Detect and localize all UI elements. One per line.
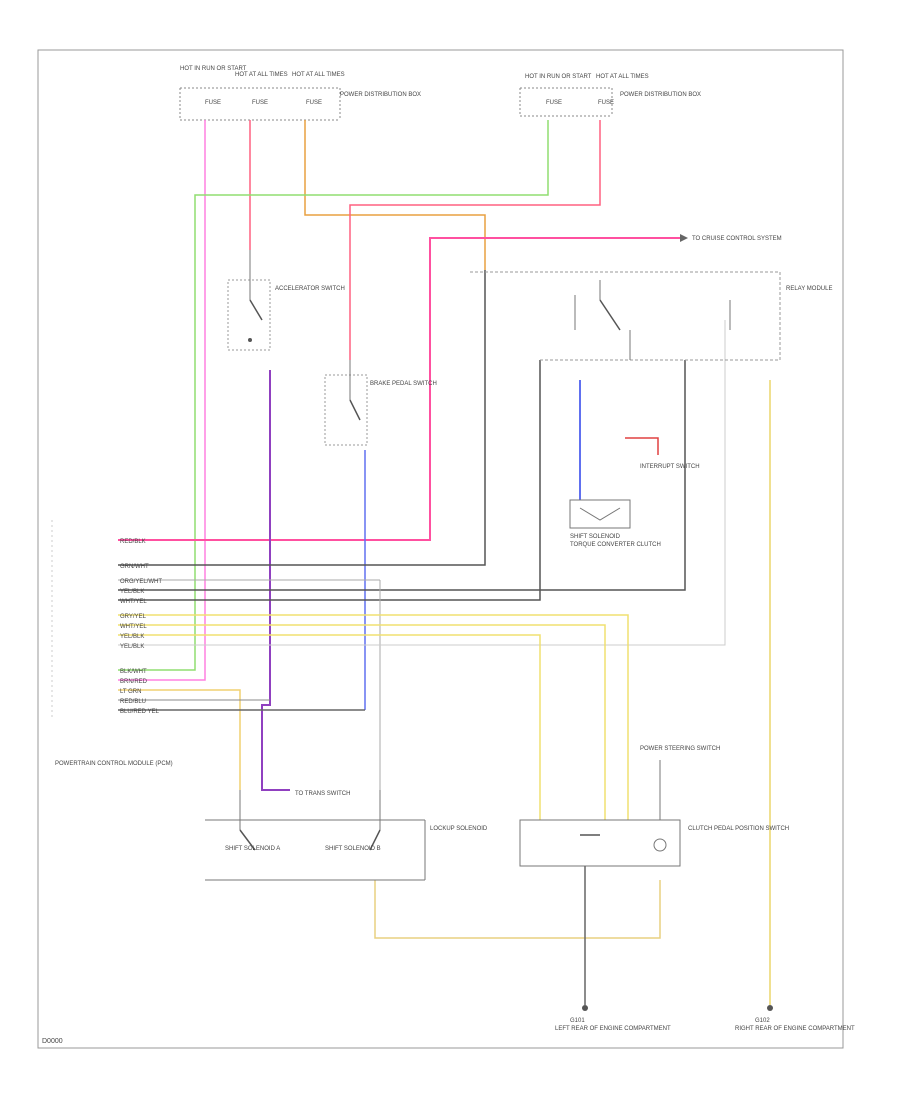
ground-left-id: G101 xyxy=(570,1018,585,1024)
interrupt-label: INTERRUPT SWITCH xyxy=(640,464,700,470)
fuse-box-right: HOT IN RUN OR START HOT AT ALL TIMES FUS… xyxy=(519,74,701,117)
wire-green xyxy=(118,120,549,671)
relay-module: RELAY MODULE xyxy=(470,271,832,361)
shift-solenoid-block: SHIFT SOLENOID TORQUE CONVERTER CLUTCH I… xyxy=(569,437,700,548)
fuse-5-label: FUSE xyxy=(598,100,614,106)
wire-red-bus xyxy=(118,237,605,541)
wire-orange xyxy=(304,120,486,270)
brake-pedal-switch: BRAKE PEDAL SWITCH xyxy=(324,360,437,446)
fuse-4-label: FUSE xyxy=(546,100,562,106)
tcc-label: TORQUE CONVERTER CLUTCH xyxy=(570,542,661,548)
wire-dark-3 xyxy=(118,360,686,591)
ground-right-text: RIGHT REAR OF ENGINE COMPARTMENT xyxy=(735,1026,855,1032)
row-13: RED/BLU xyxy=(120,699,146,705)
row-3: ORG/YEL/WHT xyxy=(120,579,162,585)
ground-right: G102 RIGHT REAR OF ENGINE COMPARTMENT xyxy=(735,1005,855,1032)
pdb-right-label: POWER DISTRIBUTION BOX xyxy=(620,92,701,98)
ground-left-text: LEFT REAR OF ENGINE COMPARTMENT xyxy=(555,1026,671,1032)
sol-a-label: SHIFT SOLENOID A xyxy=(225,846,280,852)
label-hot-all-times-a: HOT AT ALL TIMES xyxy=(235,72,288,78)
row-12: LT GRN xyxy=(120,689,141,695)
label-hot-all-times-b: HOT AT ALL TIMES xyxy=(292,72,345,78)
sol-b-label: SHIFT SOLENOID B xyxy=(325,846,381,852)
shift-solenoid-box: SHIFT SOLENOID A SHIFT SOLENOID B LOCKUP… xyxy=(205,790,488,881)
clutch-switch-box: POWER STEERING SWITCH CLUTCH PEDAL POSIT… xyxy=(519,746,789,867)
pcm-title: POWERTRAIN CONTROL MODULE (PCM) xyxy=(55,761,173,767)
row-7: WHT/YEL xyxy=(120,624,147,630)
ground-right-id: G102 xyxy=(755,1018,770,1024)
wire-yellow-2 xyxy=(118,624,606,820)
row-1: RED/BLK xyxy=(120,539,146,545)
label-hot-run-start: HOT IN RUN OR START xyxy=(180,66,247,72)
relay-label: RELAY MODULE xyxy=(786,286,832,292)
fuse-2-label: FUSE xyxy=(252,100,268,106)
row-9: YEL/BLK xyxy=(120,644,144,650)
diagram-code: D0000 xyxy=(42,1038,63,1045)
wire-yellow-bottom xyxy=(374,880,661,939)
row-8: YEL/BLK xyxy=(120,634,144,640)
lockup-sol-label: LOCKUP SOLENOID xyxy=(430,826,488,832)
to-cruise-label: TO CRUISE CONTROL SYSTEM xyxy=(692,236,782,242)
arrow-to-cruise xyxy=(680,234,688,242)
to-trans-label: TO TRANS SWITCH xyxy=(295,791,350,797)
row-5: WHT/YEL xyxy=(120,599,147,605)
pdb-left-label: POWER DISTRIBUTION BOX xyxy=(340,92,421,98)
pcm-connector: RED/BLK GRN/WHT ORG/YEL/WHT YEL/BLK WHT/… xyxy=(51,520,173,767)
row-4: YEL/BLK xyxy=(120,589,144,595)
label-hot-all-times-c: HOT AT ALL TIMES xyxy=(596,74,649,80)
wire-dark-1 xyxy=(118,270,486,566)
diagram-frame xyxy=(37,49,844,1049)
wire-gray-3 xyxy=(118,320,726,646)
wire-red-2 xyxy=(349,120,601,360)
fuse-1-label: FUSE xyxy=(205,100,221,106)
row-10: BLK/WHT xyxy=(120,669,147,675)
wire-yellow-1 xyxy=(118,614,629,820)
row-6: GRY/YEL xyxy=(120,614,147,620)
ground-left: G101 LEFT REAR OF ENGINE COMPARTMENT xyxy=(555,866,671,1032)
row-14: BLU/RED YEL xyxy=(120,709,160,715)
label-hot-in-run-start-b: HOT IN RUN OR START xyxy=(525,74,592,80)
accel-switch-label: ACCELERATOR SWITCH xyxy=(275,286,345,292)
shift-solenoid-label: SHIFT SOLENOID xyxy=(570,534,621,540)
row-11: BRN/RED xyxy=(120,679,148,685)
wire-pink xyxy=(118,120,206,681)
brake-switch-label: BRAKE PEDAL SWITCH xyxy=(370,381,437,387)
wire-dark-2 xyxy=(118,360,541,601)
wire-yellow-3 xyxy=(118,634,541,820)
clutch-label: CLUTCH PEDAL POSITION SWITCH xyxy=(688,826,789,832)
ps-label: POWER STEERING SWITCH xyxy=(640,746,720,752)
wire-purple xyxy=(261,370,290,791)
fuse-box-left: HOT IN RUN OR START HOT AT ALL TIMES HOT… xyxy=(179,66,421,121)
row-2: GRN/WHT xyxy=(120,564,149,570)
wire-yellow-4 xyxy=(118,689,241,790)
accelerator-switch: ACCELERATOR SWITCH xyxy=(227,250,345,351)
fuse-3-label: FUSE xyxy=(306,100,322,106)
